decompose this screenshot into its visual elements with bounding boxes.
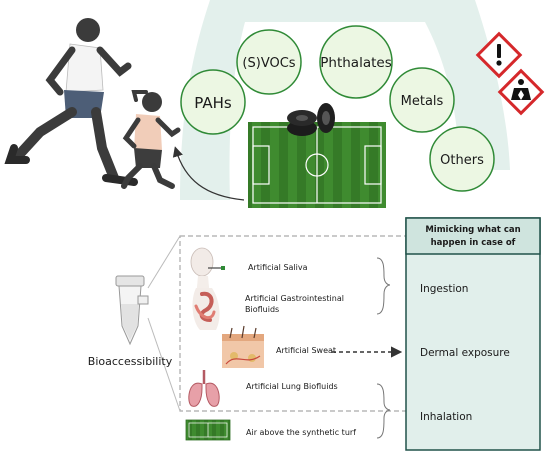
ingestion-brace <box>376 257 391 315</box>
field-to-runners-arrow <box>172 146 245 201</box>
bubble-pahs: PAHs <box>180 69 246 135</box>
method-gastro-label-line2: Biofluids <box>245 305 279 314</box>
bioaccessibility-methods-box <box>179 235 411 412</box>
adult-runner-illustration <box>4 18 138 186</box>
synthetic-turf-field <box>248 122 386 208</box>
test-tube-icon <box>115 275 149 346</box>
bubble-others-label: Others <box>440 153 484 168</box>
method-gastro-label-line1: Artificial Gastrointestinal <box>245 294 344 303</box>
exclamation-hazard-icon <box>475 31 523 79</box>
method-lung-label: Artificial Lung Biofluids <box>246 382 338 391</box>
contaminant-arc-band <box>180 0 510 200</box>
bubble-metals-label: Metals <box>401 94 444 109</box>
tire-stack-icon <box>287 103 335 136</box>
lungs-icon <box>188 370 220 407</box>
mimic-panel-header-line2: happen in case of <box>431 238 516 248</box>
mimic-panel-header-line1: Mimicking what can <box>425 225 520 235</box>
bubble-svocs-label: (S)VOCs <box>242 56 295 71</box>
method-air-label: Air above the synthetic turf <box>246 428 356 437</box>
mimic-panel <box>405 217 541 451</box>
bubble-svocs: (S)VOCs <box>236 29 302 95</box>
method-saliva-label: Artificial Saliva <box>248 263 308 272</box>
method-sweat-label: Artificial Sweat <box>276 346 336 355</box>
bubble-pahs-label: PAHs <box>194 94 232 112</box>
skin-layers-icon <box>222 325 264 368</box>
bubble-phthalates-label: Phthalates <box>320 55 391 71</box>
digestive-tract-icon <box>192 288 220 330</box>
mimic-inhalation-label: Inhalation <box>420 411 472 423</box>
bubble-others: Others <box>429 126 495 192</box>
child-runner-illustration <box>121 90 181 189</box>
mimic-dermal-label: Dermal exposure <box>420 347 510 359</box>
bubble-metals: Metals <box>389 67 455 133</box>
air-turf-icon <box>185 419 231 441</box>
bubble-phthalates: Phthalates <box>319 25 393 99</box>
inhalation-brace <box>376 383 391 439</box>
mimic-ingestion-label: Ingestion <box>420 283 468 295</box>
bioaccessibility-label: Bioaccessibility <box>88 355 173 368</box>
health-hazard-icon <box>497 68 545 116</box>
